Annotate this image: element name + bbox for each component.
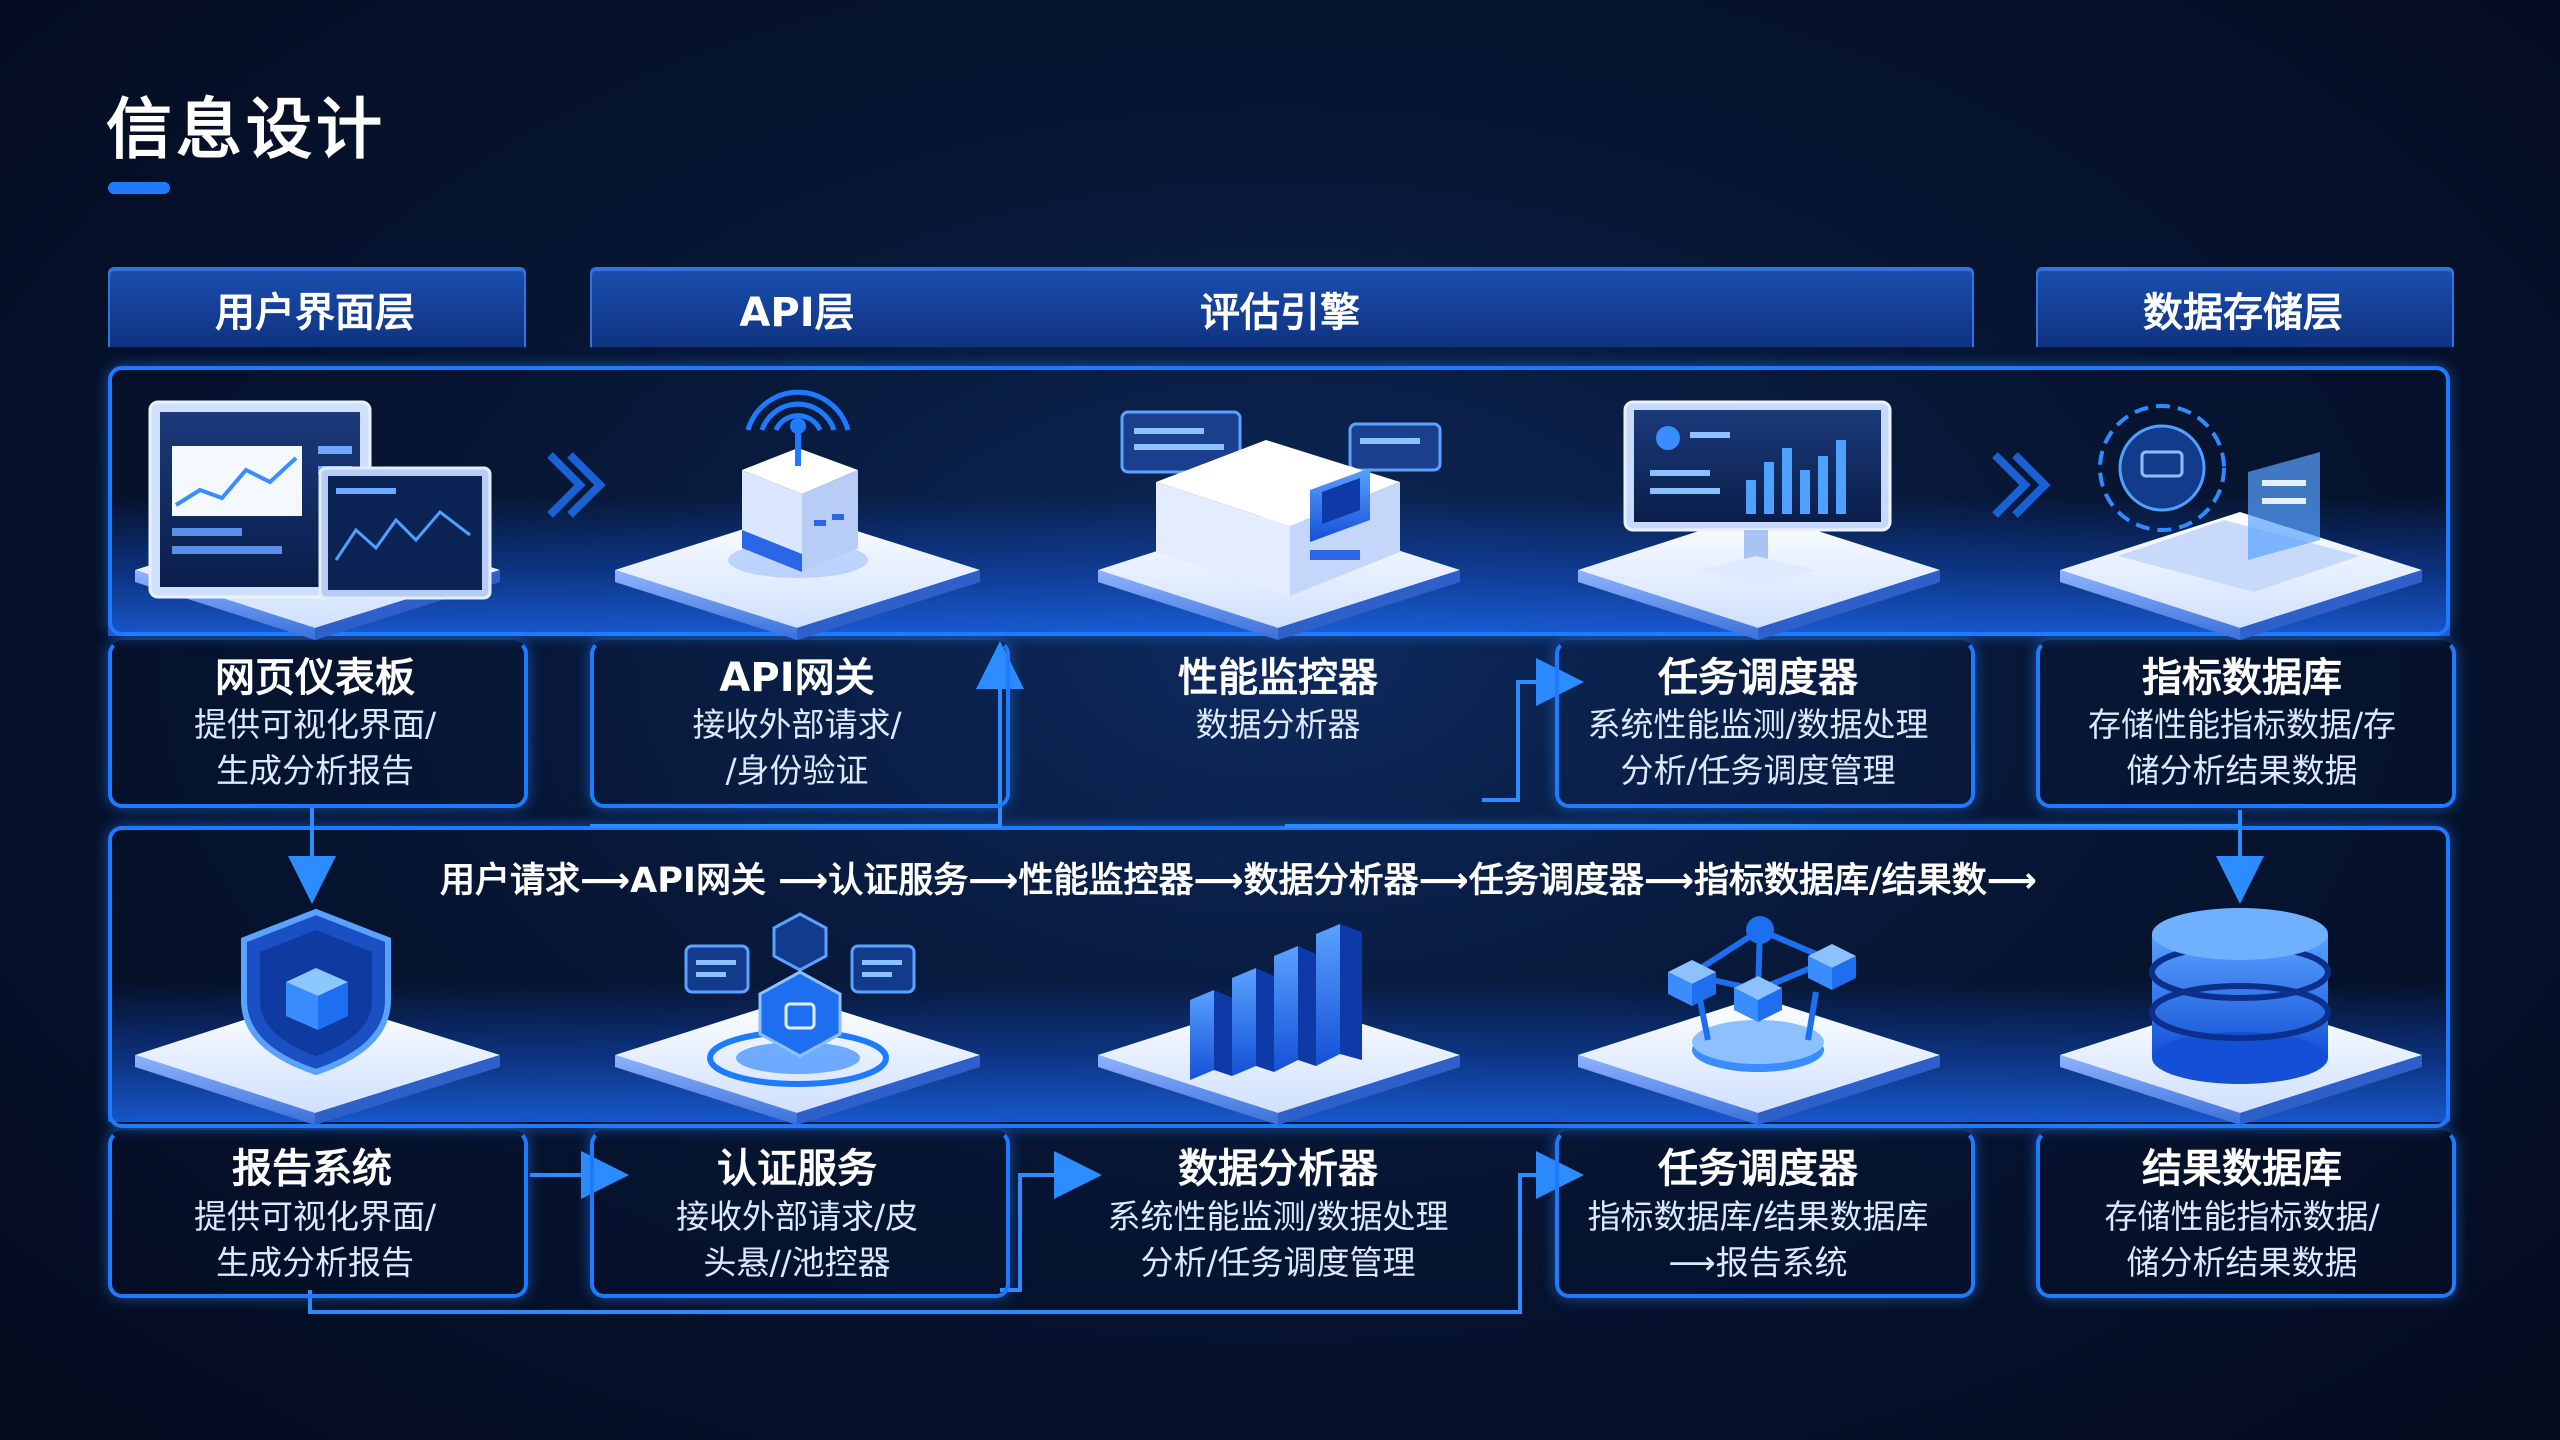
database-hologram-icon <box>2098 404 2360 592</box>
flow-sequence-text: 用户请求⟶API网关 ⟶认证服务⟶性能监控器⟶数据分析器⟶任务调度器⟶指标数据库… <box>440 861 2037 901</box>
card-frame-top-1 <box>108 640 528 808</box>
bottom-image-frame <box>108 826 2450 1128</box>
card-desc-line: 指标数据库/结果数据库 <box>1587 1197 1929 1236</box>
chevron-right-icon <box>547 452 2051 518</box>
column-label-api: API层 <box>739 290 855 336</box>
card-desc-line: /身份验证 <box>725 751 869 790</box>
monitor-chart-icon <box>1623 400 1892 586</box>
card-desc-line: 储分析结果数据 <box>2126 1243 2358 1282</box>
card-desc-line: 数据分析器 <box>1195 705 1361 744</box>
card-desc-line: 头悬//池控器 <box>703 1243 891 1282</box>
card-frame-bottom-5 <box>2036 1130 2456 1298</box>
card-title-auth-service: 认证服务 <box>717 1146 877 1192</box>
column-header-ui <box>108 267 526 347</box>
database-stack-icon <box>2149 908 2331 1084</box>
card-desc-line: 分析/任务调度管理 <box>1140 1243 1416 1282</box>
card-desc-line: 接收外部请求/ <box>692 705 902 744</box>
card-desc-line: 提供可视化界面/ <box>193 705 437 744</box>
bar-chart-icon <box>1190 924 1362 1080</box>
shield-icon <box>241 908 391 1076</box>
card-title-web-dashboard: 网页仪表板 <box>215 655 415 701</box>
card-title-api-gateway: API网关 <box>719 655 875 701</box>
card-desc-line: ⟶报告系统 <box>1668 1243 1848 1282</box>
card-desc-line: 储分析结果数据 <box>2126 751 2358 790</box>
router-icon <box>728 389 868 578</box>
card-title-perf-monitor: 性能监控器 <box>1178 655 1378 701</box>
card-title-task-scheduler-2: 任务调度器 <box>1658 1146 1858 1192</box>
card-desc-line: 存储性能指标数据/存 <box>2087 705 2397 744</box>
column-header-storage <box>2036 267 2454 347</box>
card-frame-top-5 <box>2036 640 2456 808</box>
hexagon-auth-icon <box>684 912 916 1087</box>
card-desc-line: 系统性能监测/数据处理 <box>1587 705 1929 744</box>
card-frame-top-4 <box>1555 640 1975 808</box>
server-monitor-icon <box>1120 410 1442 596</box>
card-desc-line: 接收外部请求/皮 <box>675 1197 919 1236</box>
card-title-report-system: 报告系统 <box>232 1146 392 1192</box>
card-title-data-analyzer: 数据分析器 <box>1178 1146 1378 1192</box>
card-desc-line: 存储性能指标数据/ <box>2104 1197 2380 1236</box>
column-label-eval: 评估引擎 <box>1200 290 1360 336</box>
card-title-results-db: 结果数据库 <box>2142 1146 2342 1192</box>
card-frame-bottom-4 <box>1555 1130 1975 1298</box>
network-nodes-icon <box>1668 916 1856 1072</box>
column-label-storage: 数据存储层 <box>2143 290 2343 336</box>
column-label-ui: 用户界面层 <box>215 290 415 336</box>
dashboard-icon <box>148 400 492 600</box>
card-frame-bottom-1 <box>108 1130 528 1298</box>
card-frame-top-2 <box>590 640 1010 808</box>
card-title-metrics-db: 指标数据库 <box>2142 655 2342 701</box>
page-title: 信息设计 <box>106 91 386 168</box>
card-desc-line: 提供可视化界面/ <box>193 1197 437 1236</box>
title-accent-bar <box>108 182 170 194</box>
card-desc-line: 生成分析报告 <box>216 1243 414 1282</box>
card-desc-line: 生成分析报告 <box>216 751 414 790</box>
card-desc-line: 分析/任务调度管理 <box>1620 751 1896 790</box>
flow-connectors <box>288 641 2264 1314</box>
column-header-api-eval <box>590 267 1974 347</box>
card-frame-bottom-2 <box>590 1130 1010 1298</box>
card-title-task-scheduler: 任务调度器 <box>1658 655 1858 701</box>
card-desc-line: 系统性能监测/数据处理 <box>1107 1197 1449 1236</box>
